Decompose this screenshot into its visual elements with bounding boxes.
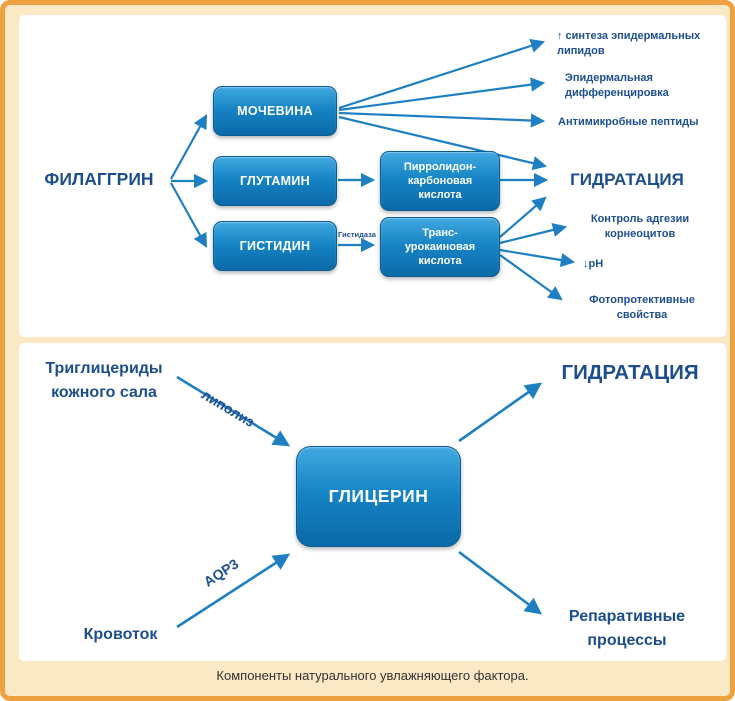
outcome-corneocyte-adhesion: Контроль адгезии корнеоцитов: [590, 213, 690, 240]
outcome-epidermal-differentiation: Эпидермальная дифференцировка: [565, 72, 669, 99]
triglycerides-label: Триглицериды кожного сала: [45, 360, 163, 401]
glutamine-box: ГЛУТАМИН: [213, 156, 337, 206]
caption: Компоненты натурального увлажняющего фак…: [216, 668, 529, 683]
filaggrin-label: ФИЛАГГРИН: [44, 169, 154, 189]
urea-box: МОЧЕВИНА: [213, 86, 337, 136]
outcome-photoprotective: Фотопротективные свойства: [589, 294, 695, 321]
trans-urocanic-acid-box: Транс- урокаиновая кислота: [380, 217, 500, 277]
outcome-ph: ↓pH: [583, 258, 604, 270]
histidine-box: ГИСТИДИН: [213, 221, 337, 271]
glycerin-box: ГЛИЦЕРИН: [296, 446, 461, 547]
outcome-epidermal-lipids: ↑ синтеза эпидермальных липидов: [557, 30, 701, 57]
bloodflow-label: Кровоток: [83, 626, 158, 643]
outcome-antimicrobial-peptides: Антимикробные пептиды: [558, 116, 699, 128]
pyrrolidone-carboxylic-acid-box: Пирролидон- карбоновая кислота: [380, 151, 500, 211]
reparative-processes-label: Репаративные процессы: [568, 608, 686, 649]
histidase-arrow-label: Гистидаза: [338, 230, 376, 239]
hydration-label-bottom: ГИДРАТАЦИЯ: [561, 361, 699, 384]
hydration-label-top: ГИДРАТАЦИЯ: [570, 170, 684, 189]
